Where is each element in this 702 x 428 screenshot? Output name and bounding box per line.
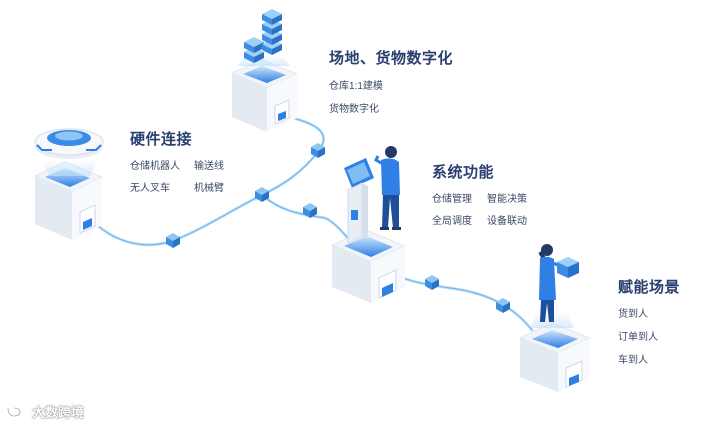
system-platform-box: [330, 229, 407, 303]
stage-title-digitalization: 场地、货物数字化: [329, 50, 454, 67]
stage-title-scenarios: 赋能场景: [618, 279, 681, 296]
person-package-icon: [530, 244, 579, 328]
stage-item: 货到人: [618, 309, 648, 320]
stage-item: 设备联动: [487, 216, 527, 227]
watermark: 大数跨境: [6, 402, 84, 421]
stage-item: 车到人: [618, 355, 648, 366]
watermark-text: 大数跨境: [32, 405, 85, 420]
stage-title-system: 系统功能: [432, 164, 495, 181]
stage-item: 货物数字化: [329, 104, 379, 115]
stage-item: 无人叉车: [130, 183, 170, 194]
robot-disc-icon: [34, 128, 104, 176]
stage-item: 仓储机器人: [130, 161, 180, 172]
stage-item: 智能决策: [487, 194, 527, 205]
server-stack-icon: [238, 9, 290, 66]
person-kiosk-icon: [344, 146, 401, 244]
digital-platform-box: [230, 59, 299, 132]
stage-item: 全局调度: [432, 216, 472, 227]
scenario-platform-box: [518, 322, 592, 392]
node-cube-icon: [166, 233, 180, 248]
stage-item: 仓库1:1建模: [329, 81, 383, 92]
stage-item: 输送线: [194, 161, 224, 172]
watermark-logo-icon: [6, 406, 22, 417]
stage-item: 订单到人: [618, 332, 658, 343]
node-cube-icon: [425, 275, 439, 290]
stage-item: 机械臂: [194, 183, 224, 194]
stage-item: 仓储管理: [432, 194, 472, 205]
stage-title-hardware: 硬件连接: [130, 131, 193, 148]
node-cube-icon: [496, 298, 510, 313]
